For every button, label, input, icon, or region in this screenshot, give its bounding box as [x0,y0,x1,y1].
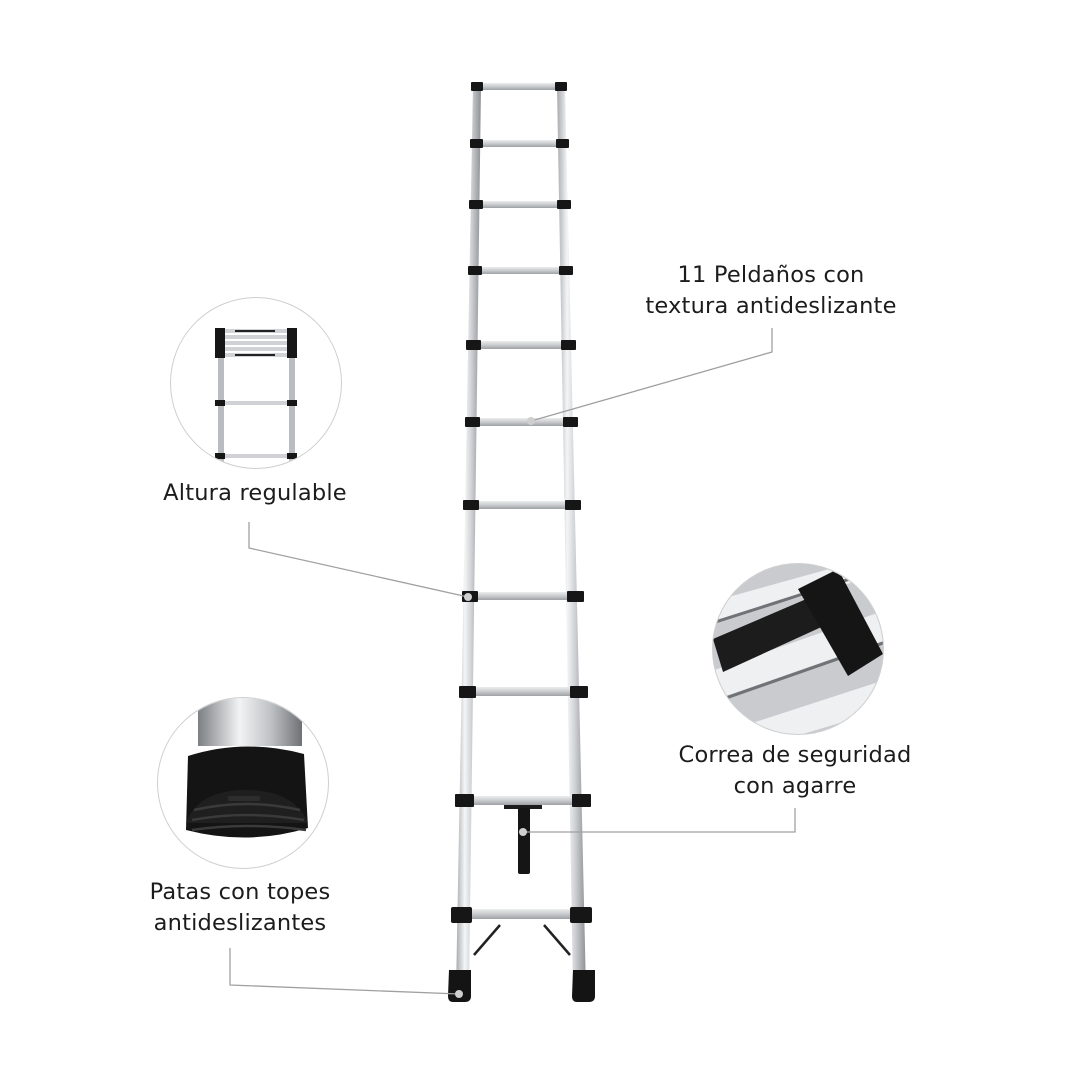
callout-lines [229,328,796,995]
right-rail [557,86,586,990]
callout-feet-label: Patas con topes antideslizantes [125,877,355,939]
callout-rungs-line-1: 11 Peldaños con [677,262,865,288]
feet [448,970,595,1002]
callout-strap-line-1: Correa de seguridad [678,742,912,768]
safety-strap [504,805,542,874]
collapsed-ladder-detail-image [170,297,342,469]
callout-height-line-1: Altura regulable [163,480,347,506]
rung-clamps [451,82,592,923]
callout-rungs-label: 11 Peldaños con textura antideslizante [618,260,924,322]
callout-strap-label: Correa de seguridad con agarre [660,740,930,802]
velcro-strap-detail-image [712,563,884,735]
callout-feet-line-1: Patas con topes [149,879,331,905]
callout-feet-line-2: antideslizantes [153,910,327,936]
callout-strap-line-2: con agarre [733,773,857,799]
rubber-foot-detail-image [157,697,329,869]
callout-rungs-line-2: textura antideslizante [645,293,897,319]
rungs [469,83,579,919]
stabilizer-braces [473,924,571,956]
left-rail [456,86,481,990]
callout-dots [455,417,535,998]
callout-height-label: Altura regulable [140,478,370,509]
